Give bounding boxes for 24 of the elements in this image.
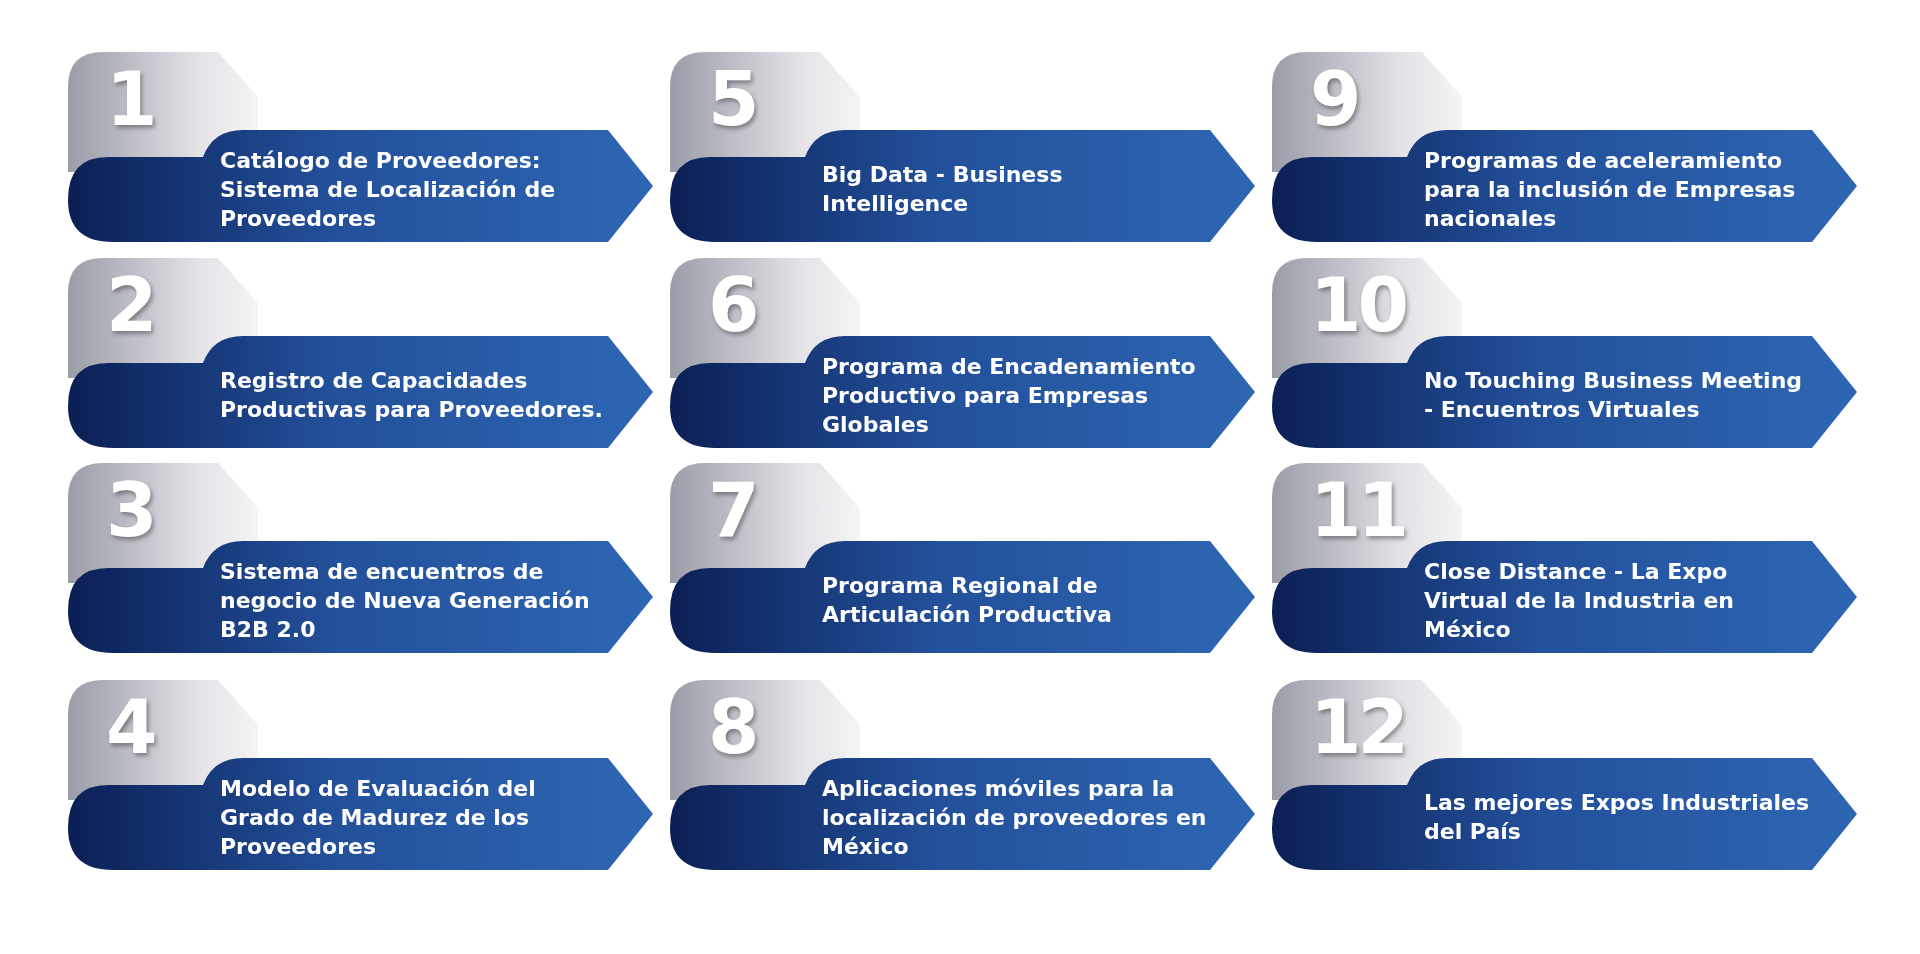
- step-number: 9: [1310, 55, 1358, 144]
- step-number: 10: [1310, 261, 1405, 350]
- step-number: 12: [1310, 683, 1405, 772]
- step-number: 7: [708, 466, 756, 555]
- banner-text: Sistema de encuentros de negocio de Nueva Generación B2B 2.0: [220, 557, 591, 644]
- step-number: 2: [106, 261, 154, 350]
- banner-text: No Touching Business Meeting - Encuentros Virtuales: [1424, 367, 1804, 424]
- banner-text: Catálogo de Proveedores: Sistema de Localización de Proveedores: [220, 146, 557, 233]
- banner-text: Las mejores Expos Industriales del País: [1424, 789, 1811, 846]
- banner-text: Modelo de Evaluación del Grado de Madurez de los Proveedores: [220, 774, 537, 861]
- banner-text: Aplicaciones móviles para la localización de proveedores en México: [822, 774, 1208, 861]
- banner-text: Programa Regional de Articulación Productiva: [822, 572, 1113, 629]
- step-number: 4: [106, 683, 154, 772]
- banner-text: Big Data - Business Intelligence: [822, 161, 1064, 218]
- banner-text: Programas de aceleramiento para la inclusión de Empresas nacionales: [1424, 146, 1797, 233]
- step-number: 8: [708, 683, 756, 772]
- step-number: 5: [708, 55, 756, 144]
- step-number: 6: [708, 261, 756, 350]
- step-number: 1: [106, 55, 154, 144]
- banner-text: Close Distance - La Expo Virtual de la Industria en México: [1424, 557, 1735, 644]
- banner-text: Registro de Capacidades Productivas para Proveedores.: [220, 367, 604, 424]
- step-number: 3: [106, 466, 154, 555]
- banner-text: Programa de Encadenamiento Productivo para Empresas Globales: [822, 352, 1197, 439]
- step-number: 11: [1310, 466, 1405, 555]
